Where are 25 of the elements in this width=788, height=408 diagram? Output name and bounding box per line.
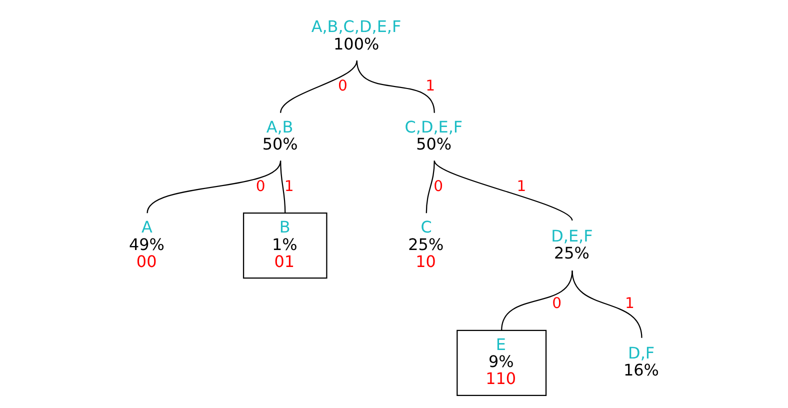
connector [356, 60, 434, 113]
connector [571, 270, 642, 338]
edge-label: 0 [337, 78, 347, 95]
edge-label: 1 [516, 178, 526, 195]
edge-label: 0 [552, 295, 562, 312]
node-box: B 1% 01 [242, 212, 327, 279]
node-text: A,B 50% [262, 117, 298, 154]
connector [500, 270, 572, 331]
node-text: A,B,C,D,E,F 100% [310, 17, 401, 54]
connector [433, 160, 572, 221]
node-text: C,D,E,F 50% [404, 117, 462, 154]
connector [280, 60, 357, 114]
connector [425, 160, 434, 214]
node-box: E 9% 110 [456, 330, 546, 396]
node-text: D,E,F 25% [550, 226, 592, 262]
edge-label: 1 [425, 78, 435, 95]
node-text: A 49% 00 [128, 218, 164, 271]
edge-label: 1 [624, 295, 634, 312]
node-text: D,F 16% [623, 344, 658, 380]
node-text: C 25% 10 [408, 218, 444, 271]
connector [146, 160, 281, 214]
edge-label: 0 [255, 178, 265, 195]
connector [280, 160, 286, 214]
edge-label: 1 [284, 178, 294, 195]
edge-label: 0 [433, 178, 443, 195]
